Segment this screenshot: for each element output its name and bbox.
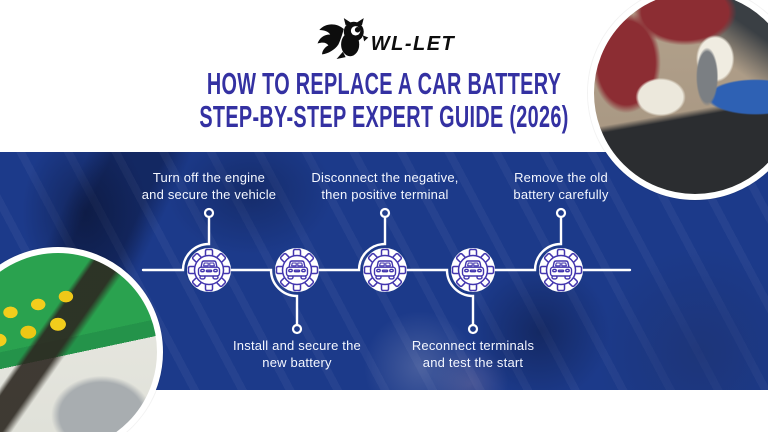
step-label-5-line2: battery carefully	[513, 186, 609, 202]
page-title-line1: HOW TO REPLACE A CAR BATTERY	[206, 66, 562, 101]
timeline-dots	[203, 207, 567, 335]
step-label-2-line2: new battery	[262, 354, 332, 370]
step-label-3: Disconnect the negative, then positive t…	[290, 170, 480, 203]
gear-car-icon	[186, 247, 232, 293]
green-car-battery-photo	[0, 247, 163, 432]
gear-car-icon	[538, 247, 584, 293]
step-label-4-line1: Reconnect terminals	[411, 338, 535, 353]
gear-car-icon	[362, 247, 408, 293]
step-label-5: Remove the old battery carefully	[466, 170, 656, 203]
page-title-line2: STEP-BY-STEP EXPERT GUIDE (2026)	[199, 99, 569, 134]
gear-car-icon	[450, 247, 496, 293]
mechanic-replacing-battery-photo	[588, 0, 768, 200]
step-label-3-line2: then positive terminal	[321, 186, 449, 202]
step-label-3-line1: Disconnect the negative,	[311, 170, 459, 185]
gear-car-icon	[274, 247, 320, 293]
owl-icon	[317, 18, 369, 59]
timeline-graphic	[141, 207, 632, 335]
step-label-1: Turn off the engine and secure the vehic…	[114, 170, 304, 203]
step-label-1-line1: Turn off the engine	[152, 170, 266, 185]
step-label-4: Reconnect terminals and test the start	[378, 338, 568, 371]
step-label-1-line2: and secure the vehicle	[141, 186, 277, 202]
step-label-2: Install and secure the new battery	[202, 338, 392, 371]
step-label-4-line2: and test the start	[422, 354, 524, 370]
step-label-2-line1: Install and secure the	[233, 338, 361, 353]
step-label-5-line1: Remove the old	[514, 170, 608, 185]
brand-logo: WL-LET	[0, 14, 768, 64]
brand-name: WL-LET	[370, 32, 456, 55]
timeline-connector-line	[141, 215, 632, 327]
